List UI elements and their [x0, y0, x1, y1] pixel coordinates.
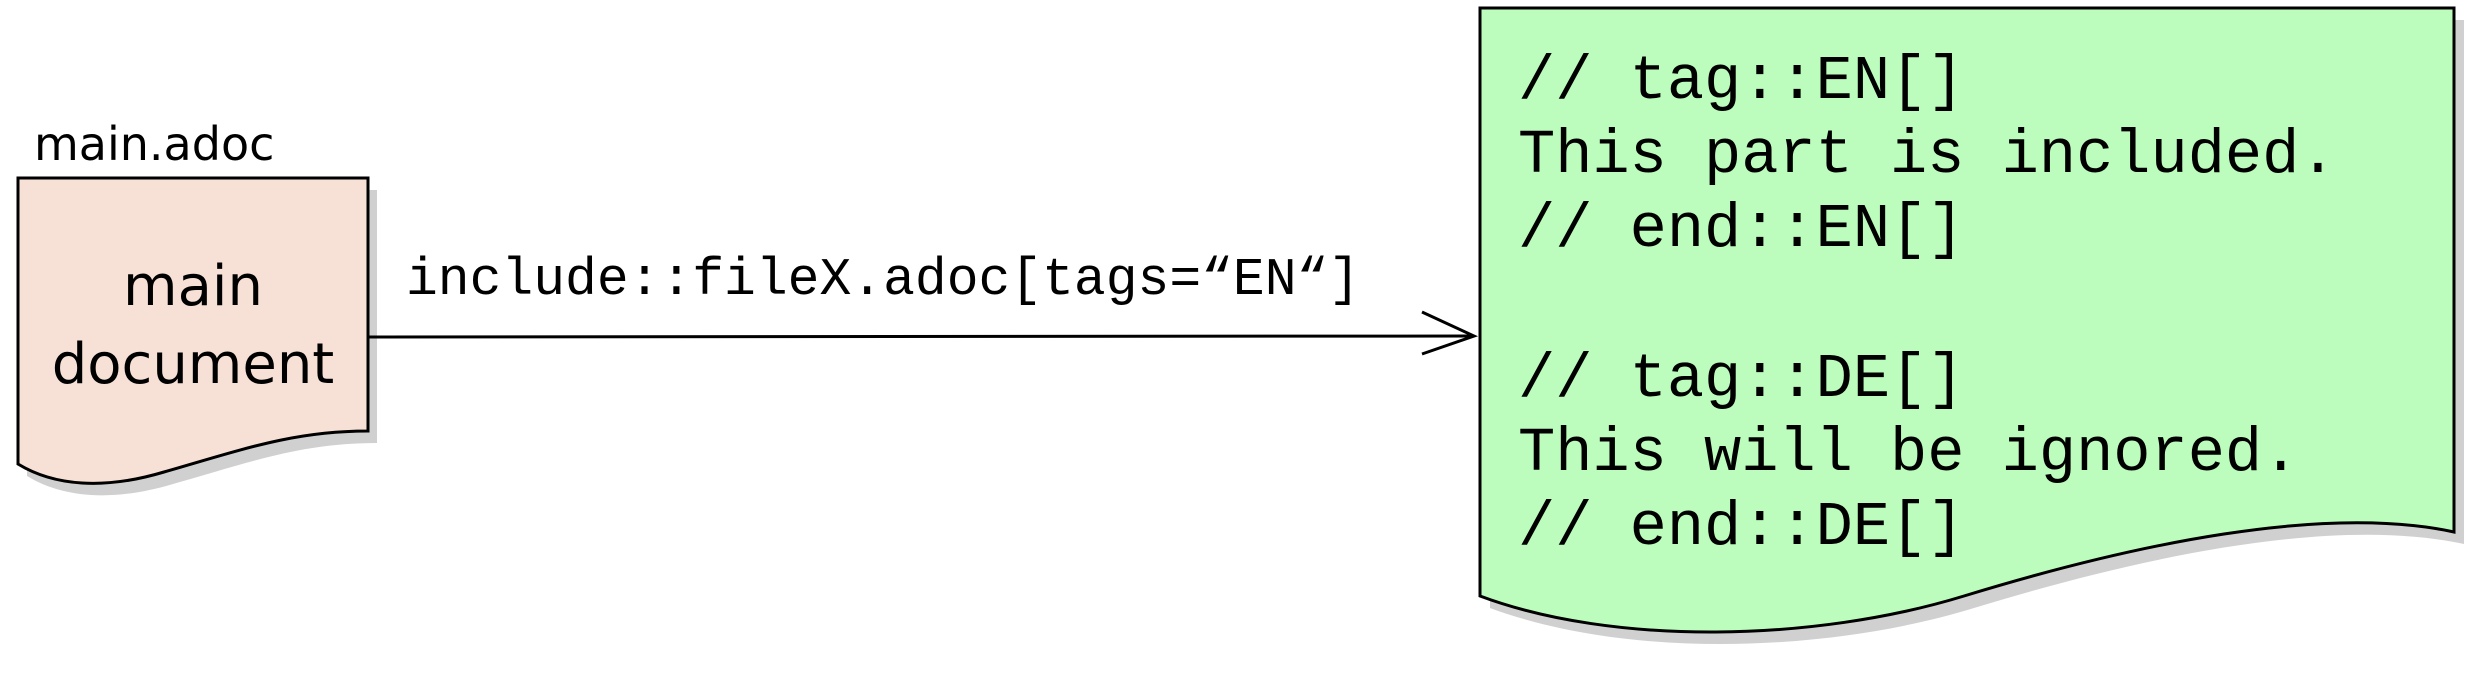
include-arrow — [367, 310, 1479, 356]
include-arrow-line — [367, 334, 1473, 339]
code-line-de-content: This will be ignored. — [1518, 418, 2299, 489]
code-line-end-de: // end::DE[] — [1518, 492, 1964, 563]
main-document-node: main document — [16, 176, 377, 496]
included-file-node: // tag::EN[] This part is included. // e… — [1478, 6, 2464, 645]
main-document-filename: main.adoc — [34, 117, 274, 171]
code-line-en-content: This part is included. — [1518, 120, 2337, 191]
included-file-shape — [1478, 6, 2456, 634]
code-line-tag-de: // tag::DE[] — [1518, 344, 1964, 415]
include-arrow-head — [1421, 310, 1479, 356]
main-document-label-line-1: main — [123, 254, 263, 319]
main-document-shape — [16, 176, 370, 485]
code-line-tag-en: // tag::EN[] — [1518, 46, 1964, 117]
main-document-label-line-2: document — [52, 332, 335, 397]
include-edge-label: include::fileX.adoc[tags=“EN“] — [406, 250, 1360, 310]
code-line-end-en: // end::EN[] — [1518, 194, 1964, 265]
